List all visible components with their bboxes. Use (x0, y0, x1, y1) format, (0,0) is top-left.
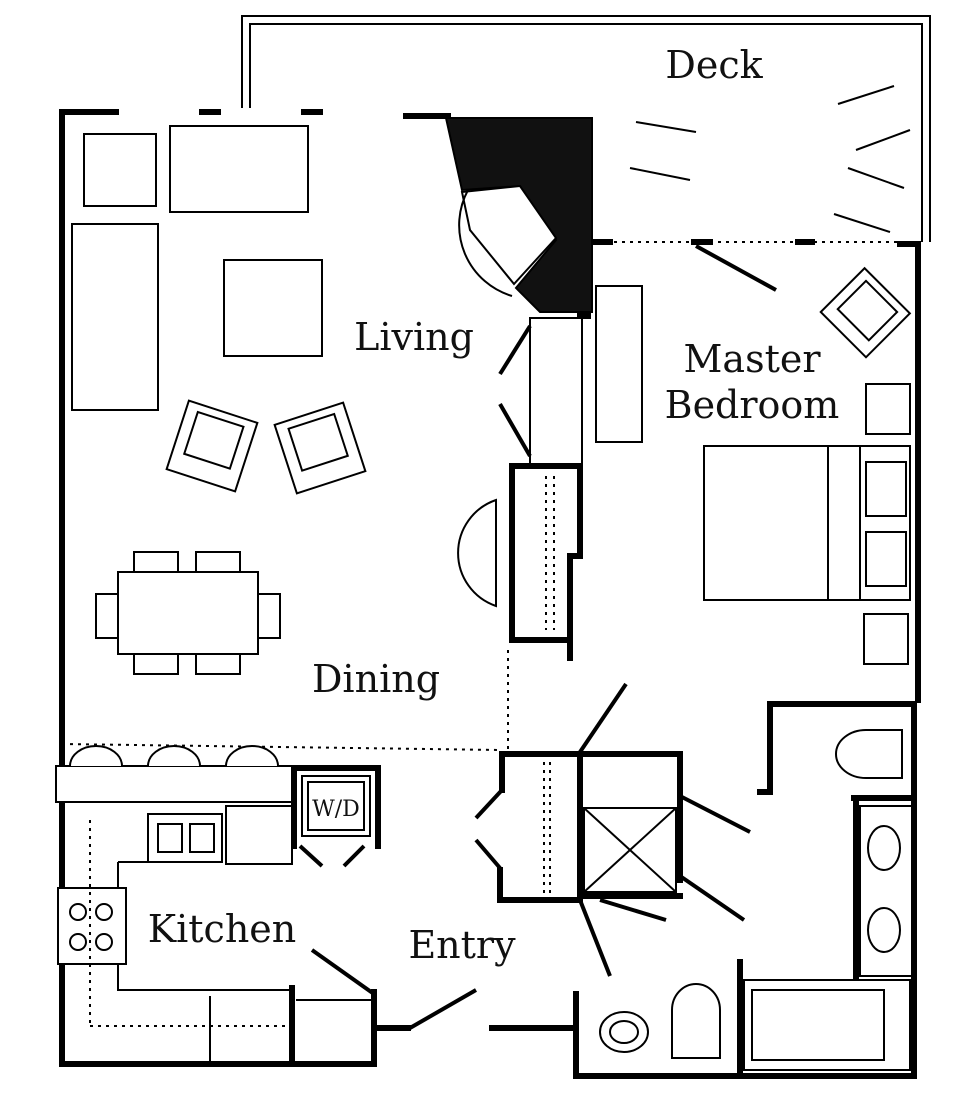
label-dining: Dining (312, 657, 440, 701)
pillow (865, 531, 907, 587)
toilet (671, 983, 721, 1059)
washer-dryer-label: W/D (312, 797, 360, 822)
fireplace (444, 117, 593, 313)
bathroom-sink (599, 1011, 649, 1053)
breakfast-bar (55, 765, 293, 803)
sectional (71, 223, 159, 411)
vanity (859, 805, 913, 977)
bedroom-armchair (819, 266, 912, 359)
washer-dryer-closet: W/D (298, 775, 371, 868)
coffee-table (223, 259, 323, 357)
bedroom-furniture (595, 244, 912, 665)
media-cabinet (529, 317, 583, 465)
armchair (273, 401, 367, 495)
label-deck: Deck (665, 43, 763, 87)
label-living: Living (354, 315, 474, 359)
pillow (865, 461, 907, 517)
hall-closets (474, 682, 751, 977)
dishwasher (225, 805, 293, 865)
end-table (83, 133, 157, 207)
deck-slats (629, 85, 911, 233)
room-labels: Deck Living Master Bedroom Dining Kitche… (148, 43, 840, 967)
dresser (595, 285, 643, 443)
bathroom-fixtures (599, 729, 913, 1071)
deck-area (241, 15, 931, 243)
armchair (165, 399, 259, 493)
nightstand (865, 383, 911, 435)
toilet-bedroom (835, 729, 903, 779)
dining-table (95, 551, 281, 675)
label-kitchen: Kitchen (148, 907, 297, 951)
living-furniture (71, 125, 583, 495)
walls (59, 109, 921, 1079)
sofa (169, 125, 309, 213)
label-entry: Entry (408, 923, 516, 967)
dining-closet (61, 476, 555, 751)
label-master-line2: Bedroom (665, 383, 840, 427)
kitchen-fixtures (55, 745, 477, 1062)
stove (57, 887, 127, 965)
label-master-line1: Master (684, 337, 822, 381)
nightstand (863, 613, 909, 665)
